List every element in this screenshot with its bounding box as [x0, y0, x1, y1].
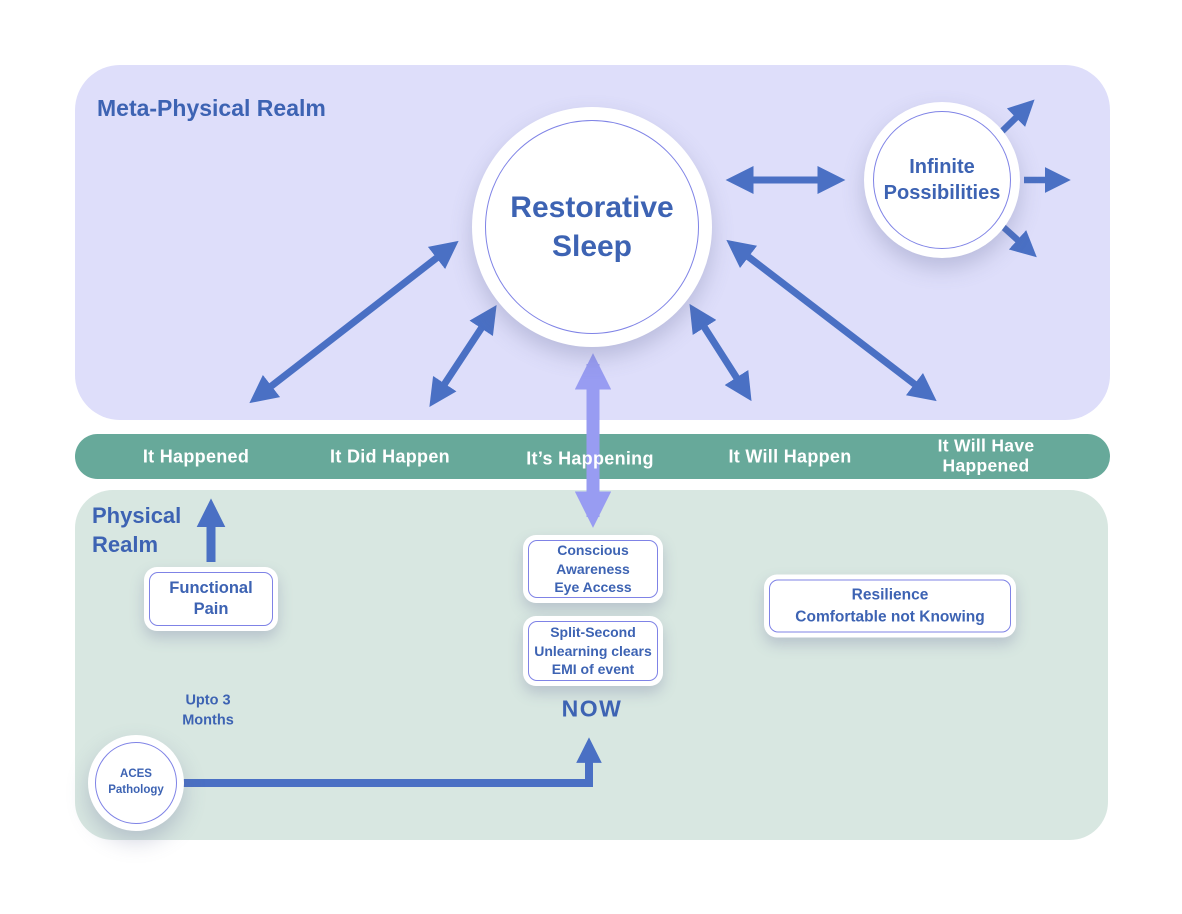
upto-3-months-label: Upto 3 Months: [182, 691, 234, 732]
upto-line2: Months: [182, 713, 234, 729]
split-second-line1: Split-Second: [550, 623, 636, 640]
infinite-possibilities-label: Infinite Possibilities: [884, 154, 1001, 206]
functional-pain-card: Functional Pain: [144, 567, 278, 631]
split-second-line3: EMI of event: [551, 661, 635, 678]
restorative-line1: Restorative: [510, 191, 674, 224]
resilience-label: Resilience Comfortable not Knowing: [795, 584, 984, 627]
split-second-card-ring: [528, 621, 658, 681]
aces-line1: ACES: [120, 768, 152, 781]
split-second-label: Split-Second Unlearning clears EMI of ev…: [534, 623, 652, 680]
conscious-awareness-card: Conscious Awareness Eye Access: [523, 535, 663, 603]
restorative-line2: Sleep: [551, 230, 633, 263]
band-label-it-did-happen: It Did Happen: [330, 446, 450, 467]
resilience-card: Resilience Comfortable not Knowing: [764, 574, 1016, 638]
functional-pain-line2: Pain: [193, 600, 229, 618]
band-label-it-will-happen: It Will Happen: [728, 446, 852, 467]
infinite-possibilities-ring: [873, 111, 1011, 249]
meta-realm-title: Meta-Physical Realm: [97, 95, 326, 121]
upto-line1: Upto 3: [185, 692, 231, 709]
restorative-sleep-ring: [485, 120, 699, 334]
resilience-card-ring: [769, 579, 1011, 633]
now-label: NOW: [561, 695, 623, 722]
infinite-line1: Infinite: [909, 156, 975, 178]
resilience-line1: Resilience: [851, 586, 929, 604]
resilience-line2: Comfortable not Knowing: [795, 608, 985, 625]
physical-realm-title-line1: Physical: [92, 503, 182, 528]
band-label-it-happened: It Happened: [142, 446, 250, 467]
band-label-will-have-line1: It Will Have: [937, 435, 1035, 456]
functional-pain-card-ring: [149, 572, 273, 626]
aces-pathology-node: ACES Pathology: [88, 735, 184, 831]
restorative-sleep-label: Restorative Sleep: [510, 188, 673, 266]
physical-realm-title-line2: Realm: [92, 531, 159, 557]
conscious-awareness-label: Conscious Awareness Eye Access: [554, 541, 631, 598]
infinite-line2: Possibilities: [883, 182, 1001, 204]
aces-pathology-label: ACES Pathology: [108, 767, 164, 798]
infinite-possibilities-node: Infinite Possibilities: [864, 102, 1020, 258]
physical-realm-title: Physical Realm: [92, 502, 181, 559]
conscious-line2: Awareness: [556, 560, 630, 577]
aces-line2: Pathology: [108, 784, 164, 796]
conscious-line3: Eye Access: [554, 579, 632, 596]
functional-pain-label: Functional Pain: [169, 578, 252, 621]
conscious-line1: Conscious: [557, 541, 629, 558]
split-second-line2: Unlearning clears: [534, 642, 652, 659]
functional-pain-line1: Functional: [169, 578, 253, 597]
band-label-it-will-have-happened: It Will Have Happened: [921, 436, 1051, 475]
split-second-unlearning-card: Split-Second Unlearning clears EMI of ev…: [523, 616, 663, 686]
restorative-sleep-node: Restorative Sleep: [472, 107, 712, 347]
conscious-awareness-card-ring: [528, 540, 658, 598]
band-label-will-have-line2: Happened: [942, 455, 1030, 475]
band-label-its-happening: It’s Happening: [526, 448, 654, 469]
